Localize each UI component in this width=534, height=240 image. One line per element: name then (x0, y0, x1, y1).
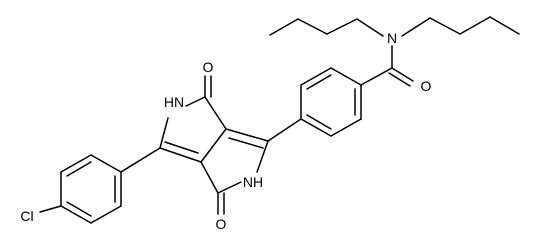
carbonyl-oxygen-bottom-label: O (216, 216, 227, 232)
butyl-chain-left (269, 18, 384, 37)
amide-nitrogen-label: N (387, 30, 397, 46)
butyl-chain-right (401, 16, 520, 37)
lactam-nh-right-label: NH (243, 174, 263, 190)
fused-core-bond (200, 128, 227, 163)
chloro-bond (39, 205, 62, 213)
chlorophenyl-ring (60, 154, 122, 224)
amide-oxygen-label: O (421, 78, 432, 94)
pyrrolinone-ring-right (200, 128, 269, 215)
amide-group (360, 45, 414, 87)
pyrrolinone-ring-left (159, 75, 227, 163)
lactam-nh-left-label: HN (164, 94, 184, 110)
benzamide-ring (300, 67, 362, 137)
carbonyl-oxygen-top-label: O (203, 59, 214, 75)
chlorine-label: Cl (20, 208, 33, 224)
aryl-link-left (120, 147, 161, 173)
aryl-link-right (267, 118, 302, 142)
